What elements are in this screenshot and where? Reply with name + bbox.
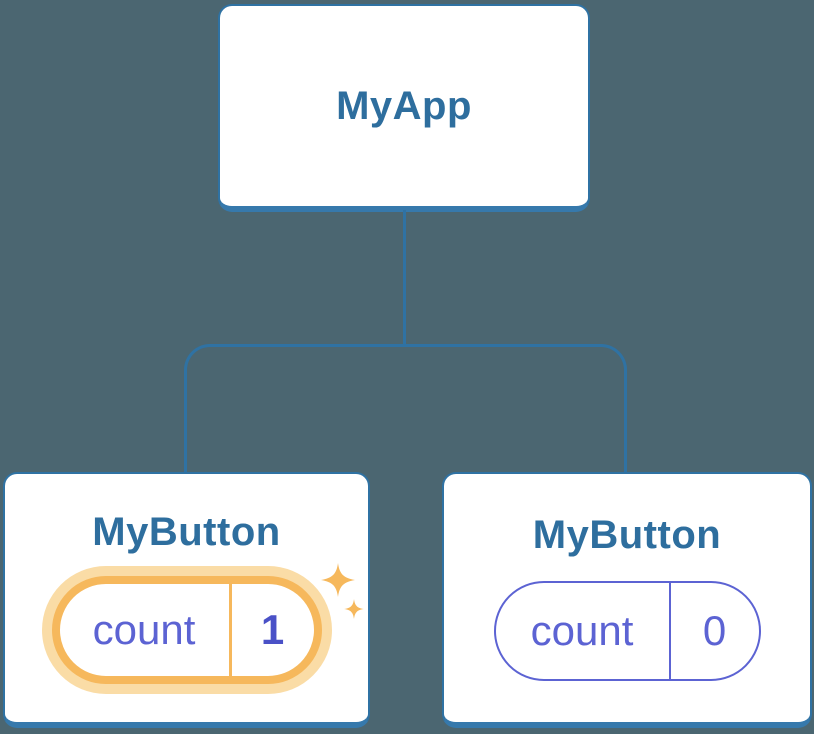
pill-divider [668, 583, 671, 679]
state-key-label: count [530, 607, 634, 654]
component-node-button-right: MyButton count 0 [442, 472, 812, 728]
state-pill: count 0 [493, 581, 761, 681]
state-key-label: count [92, 606, 196, 653]
component-name-root: MyApp [336, 84, 472, 128]
state-pill-highlighted: count 1 [51, 576, 322, 684]
component-node-root: MyApp [218, 4, 590, 212]
tree-connector-branch [184, 344, 627, 472]
tree-connector-stem [403, 210, 406, 346]
pill-divider [228, 584, 232, 676]
state-value: 1 [260, 606, 285, 653]
state-value: 0 [702, 607, 727, 654]
component-node-button-left: MyButton count 1 [3, 472, 370, 728]
component-name-button-left: MyButton [92, 510, 281, 554]
sparkle-icon [321, 563, 364, 619]
component-name-button-right: MyButton [532, 513, 722, 557]
